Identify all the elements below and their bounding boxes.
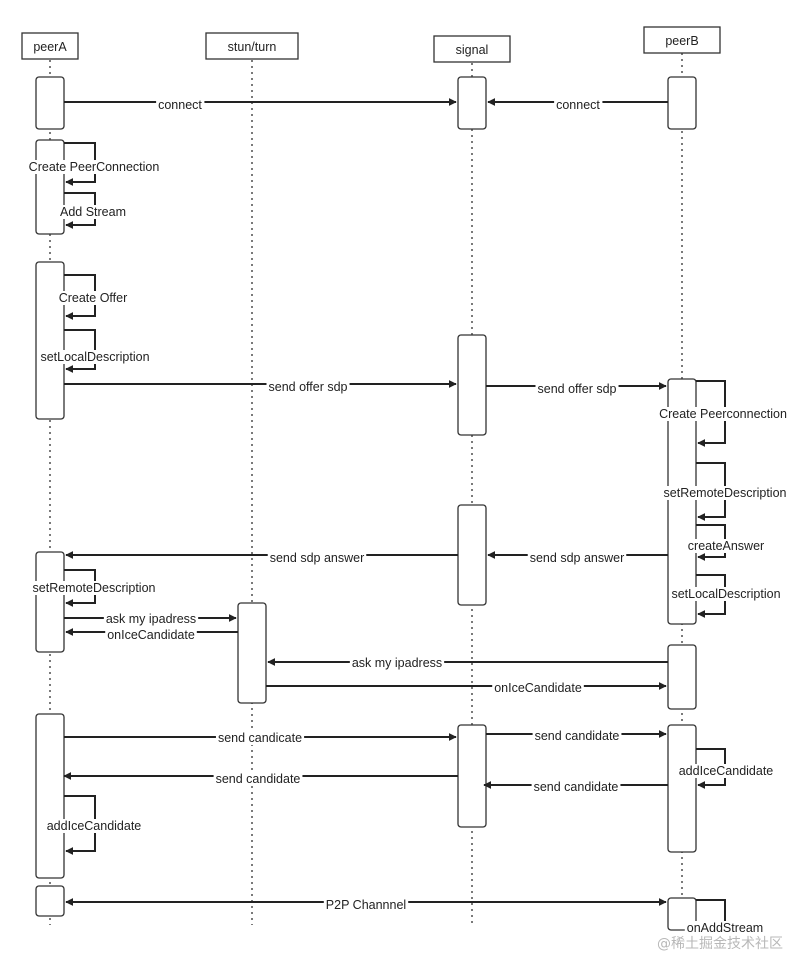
message-label: ask my ipadress bbox=[106, 612, 196, 626]
activation-peerA bbox=[35, 885, 65, 917]
message-label: send sdp answer bbox=[270, 551, 365, 565]
label-background bbox=[266, 380, 350, 394]
label-background bbox=[103, 612, 199, 626]
label-background bbox=[532, 729, 622, 743]
activation-peerA bbox=[35, 713, 65, 879]
label-background bbox=[554, 98, 603, 112]
participant-peerA bbox=[21, 32, 79, 60]
activation-peerA bbox=[35, 139, 65, 235]
message-label: setRemoteDescription bbox=[664, 486, 787, 500]
activation-signal bbox=[457, 334, 487, 436]
self-arrow-set-local-description-a bbox=[64, 329, 96, 373]
activation-signal bbox=[457, 76, 487, 130]
activation-peerB bbox=[667, 76, 697, 130]
label-background bbox=[349, 656, 445, 670]
message-label: send offer sdp bbox=[269, 380, 348, 394]
label-background bbox=[44, 819, 144, 833]
watermark: @稀土掘金技术社区 bbox=[657, 936, 783, 952]
participant-peerB bbox=[643, 26, 721, 54]
label-background bbox=[213, 772, 303, 786]
participant-label-stun: stun/turn bbox=[228, 40, 277, 54]
activation-peerB bbox=[667, 644, 697, 710]
message-label: send offer sdp bbox=[538, 382, 617, 396]
message-label: ask my ipadress bbox=[352, 656, 442, 670]
activation-peerA bbox=[35, 551, 65, 653]
label-background bbox=[30, 581, 158, 595]
label-background bbox=[26, 160, 162, 174]
message-label: setRemoteDescription bbox=[33, 581, 156, 595]
activation-signal bbox=[457, 724, 487, 828]
message-label: addIceCandidate bbox=[679, 764, 774, 778]
message-label: P2P Channnel bbox=[326, 898, 406, 912]
participant-label-peerA: peerA bbox=[33, 40, 67, 54]
message-label: Create Offer bbox=[59, 291, 128, 305]
message-label: onAddStream bbox=[687, 921, 763, 935]
label-background bbox=[38, 350, 152, 364]
label-background bbox=[267, 551, 367, 565]
label-background bbox=[215, 731, 305, 745]
participant-label-peerB: peerB bbox=[665, 34, 698, 48]
activation-signal bbox=[457, 504, 487, 606]
label-background bbox=[323, 898, 409, 912]
message-label: onIceCandidate bbox=[494, 681, 582, 695]
label-background bbox=[527, 551, 627, 565]
message-label: connect bbox=[556, 98, 600, 112]
label-background bbox=[56, 291, 130, 305]
message-label: addIceCandidate bbox=[47, 819, 142, 833]
message-label: send candidate bbox=[535, 729, 620, 743]
message-label: connect bbox=[158, 98, 202, 112]
message-label: Add Stream bbox=[60, 205, 126, 219]
activation-peerA bbox=[35, 76, 65, 130]
message-label: send candicate bbox=[218, 731, 302, 745]
label-background bbox=[531, 780, 621, 794]
message-label: send candidate bbox=[216, 772, 301, 786]
message-label: createAnswer bbox=[688, 539, 764, 553]
label-background bbox=[105, 628, 197, 642]
message-label: Create PeerConnection bbox=[29, 160, 160, 174]
participant-signal bbox=[433, 35, 511, 63]
activation-peerB bbox=[667, 724, 697, 853]
label-background bbox=[661, 486, 789, 500]
label-background bbox=[685, 539, 767, 553]
message-label: setLocalDescription bbox=[40, 350, 149, 364]
activation-peerA bbox=[35, 261, 65, 420]
message-label: setLocalDescription bbox=[671, 587, 780, 601]
message-label: send sdp answer bbox=[530, 551, 625, 565]
activation-stun bbox=[237, 602, 267, 704]
label-background bbox=[156, 98, 205, 112]
label-background bbox=[669, 587, 783, 601]
activation-peerB bbox=[667, 378, 697, 625]
message-label: Create Peerconnection bbox=[659, 407, 787, 421]
label-background bbox=[684, 921, 766, 935]
label-background bbox=[676, 764, 776, 778]
message-label: send candidate bbox=[534, 780, 619, 794]
participant-stun bbox=[205, 32, 299, 60]
label-background bbox=[657, 407, 789, 421]
message-label: onIceCandidate bbox=[107, 628, 195, 642]
label-background bbox=[492, 681, 584, 695]
participant-label-signal: signal bbox=[456, 43, 489, 57]
label-background bbox=[57, 205, 129, 219]
label-background bbox=[535, 382, 619, 396]
